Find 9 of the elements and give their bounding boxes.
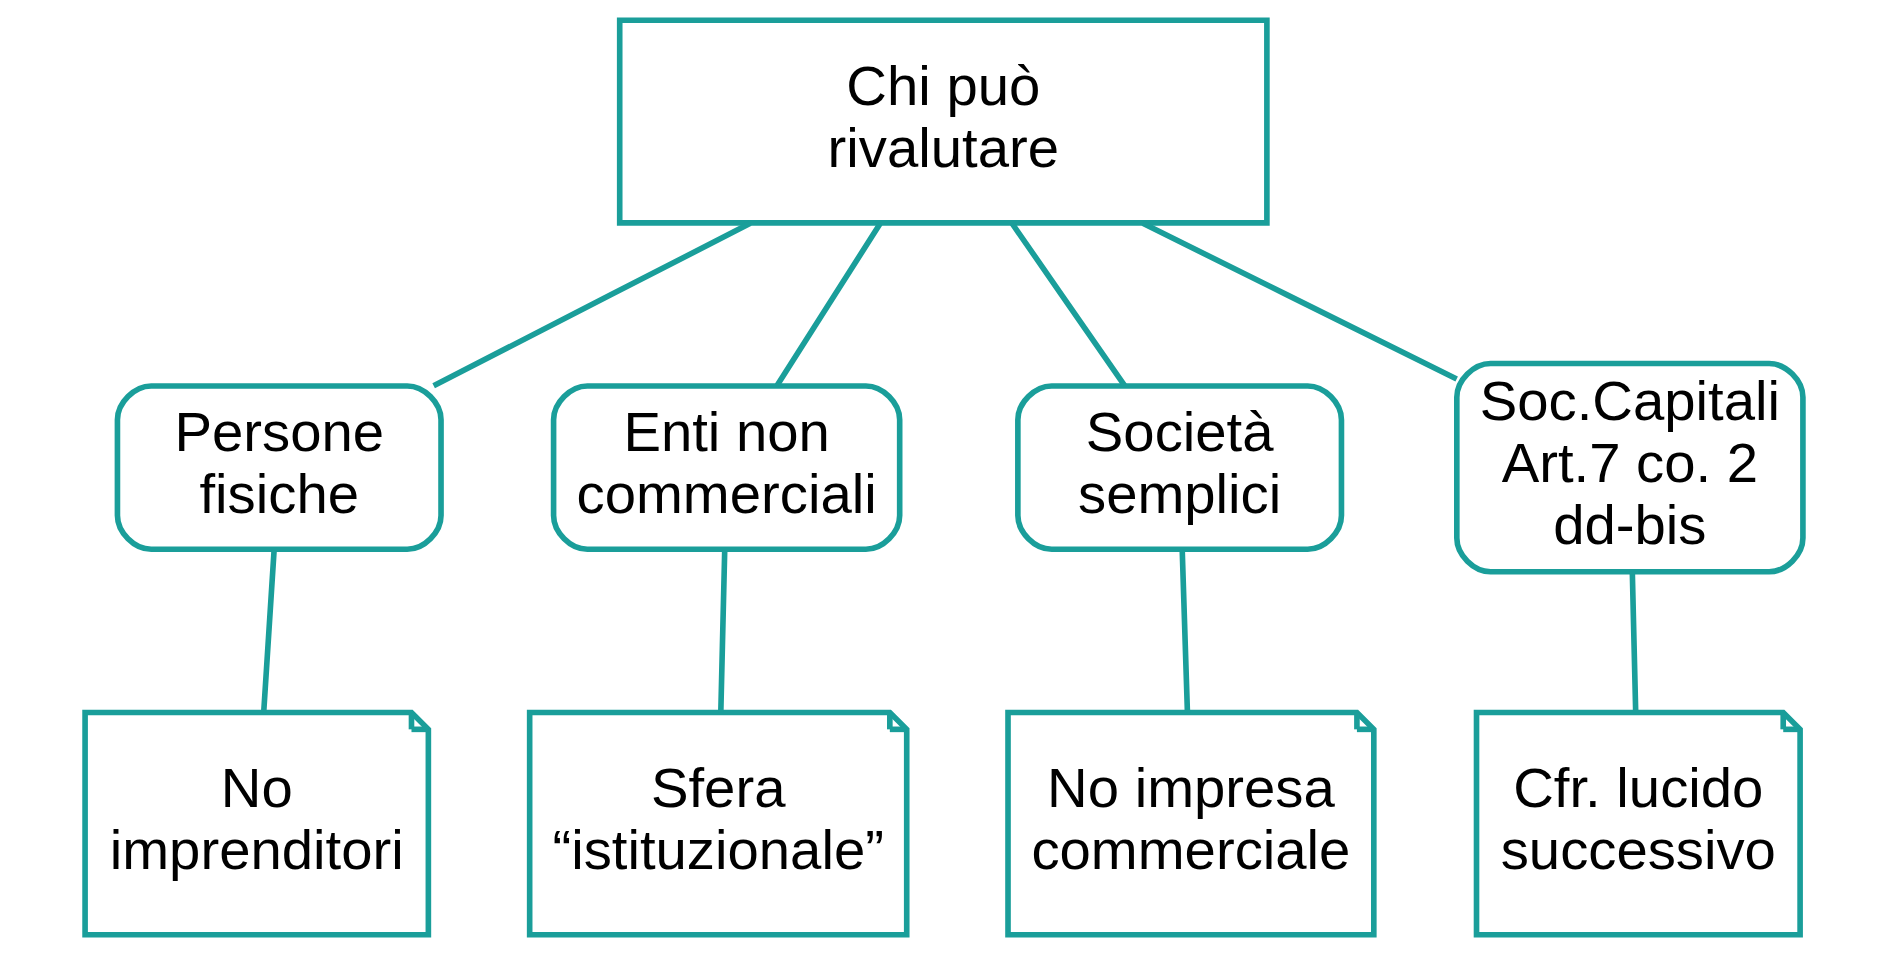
connector (717, 549, 728, 712)
connector (1178, 549, 1190, 712)
node-box: Persone fisiche (114, 382, 444, 552)
node-box: Società semplici (1014, 382, 1344, 552)
connector (1629, 571, 1638, 712)
connector (260, 549, 277, 713)
node-box: Soc.Capitali Art.7 co. 2 dd-bis (1453, 360, 1806, 575)
node-box: Enti non commerciali (550, 382, 902, 552)
node-box: Chi può rivalutare (616, 16, 1270, 226)
